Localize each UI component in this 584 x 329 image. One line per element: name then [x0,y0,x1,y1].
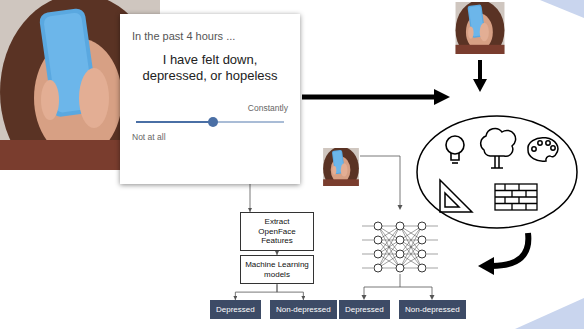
curved-arrow [478,233,528,275]
net-output-lines [364,274,432,295]
process-box: Machine Learning models [240,255,314,284]
result-box: Non-depressed [399,300,466,319]
result-box: Depressed [339,300,390,319]
survey-question: I have felt down, depressed, or hopeless [132,52,288,85]
corner-decoration [540,0,584,18]
connector [277,284,303,300]
node-label: Non-depressed [276,305,331,314]
survey-header: In the past 4 hours ... [132,30,288,42]
person-photo-small [323,147,359,191]
node-label: Extract OpenFace Features [245,217,309,246]
neural-network [362,222,438,272]
survey-panel: In the past 4 hours ... I have felt down,… [120,14,300,184]
corner-decoration [515,298,584,329]
ruler-icon [440,180,472,212]
brick-icon [495,184,537,210]
process-box: Extract OpenFace Features [240,212,314,251]
result-box: Depressed [210,300,261,319]
palette-icon [528,138,558,162]
big-arrow [302,89,450,105]
node-label: Depressed [216,305,255,314]
down-arrow [473,60,487,92]
node-label: Depressed [345,305,384,314]
creativity-ellipse [417,116,577,228]
slider-knob [208,117,218,127]
scale-max-label: Constantly [132,103,288,113]
lightbulb-icon [446,136,464,163]
scale-min-label: Not at all [132,132,288,142]
face-to-net-line [360,156,400,206]
arrowhead [398,205,403,210]
slider [132,116,288,128]
node-label: Machine Learning models [245,260,309,279]
result-box: Non-depressed [270,300,337,319]
connector [235,284,277,300]
person-photo-small [456,0,505,60]
connector [250,184,251,212]
tree-icon [481,128,516,168]
node-label: Non-depressed [405,305,460,314]
slider-fill [136,121,211,123]
